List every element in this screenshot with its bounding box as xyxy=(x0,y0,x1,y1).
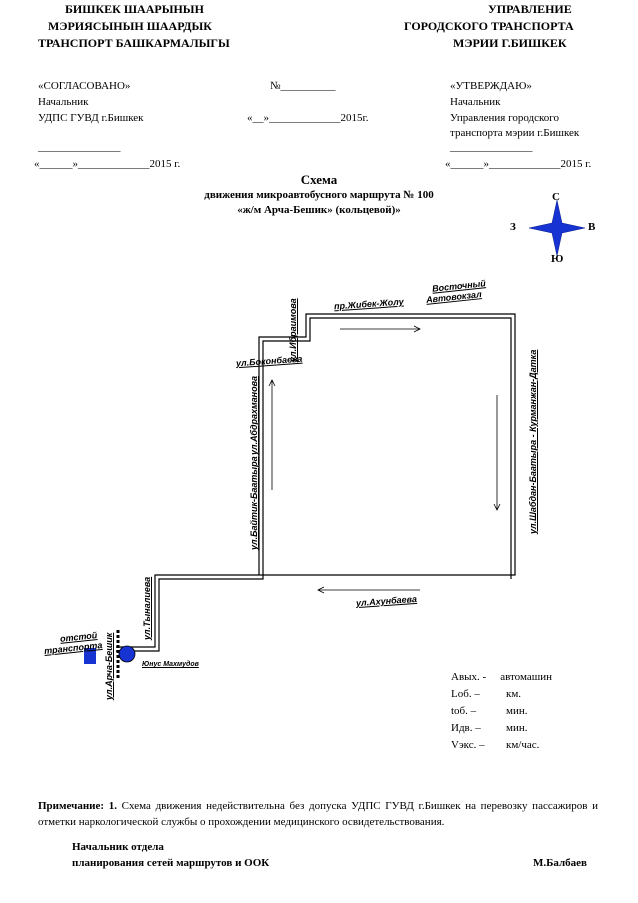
stat-vehicles: Авых. -автомашин xyxy=(451,671,552,683)
header-left-line3: ТРАНСПОРТ БАШКАРМАЛЫГЫ xyxy=(38,36,230,50)
label-abdrakhmanova: ул.Абдрахманова xyxy=(249,376,259,455)
stat-speed: Vэкс. –км/час. xyxy=(451,739,540,751)
approval-left-sign: _______________ xyxy=(38,141,121,153)
header-left-line1: БИШКЕК ШААРЫНЫН xyxy=(65,2,204,16)
approval-left-date: «______»_____________2015 г. xyxy=(34,158,181,170)
header-right-line1: УПРАВЛЕНИЕ xyxy=(488,2,572,16)
footnote-text: Схема движения недействительна без допус… xyxy=(38,800,598,828)
approval-left-line1: Начальник xyxy=(38,96,89,108)
label-baytik: ул.Байтик-Баатыра xyxy=(249,456,259,550)
route-map xyxy=(84,313,516,678)
footnote-prefix: Примечание: 1. xyxy=(38,800,117,812)
arrow-down-shabdan xyxy=(493,395,501,511)
scheme-route-name: «ж/м Арча-Бешик» (кольцевой)» xyxy=(237,204,401,216)
approval-right-line2: Управления городского xyxy=(450,112,560,124)
route-outer-line xyxy=(116,313,516,648)
stat-length: Lоб. –км. xyxy=(451,688,522,700)
arrow-right-zhibek xyxy=(340,325,421,333)
approval-left-line2: УДПС ГУВД г.Бишкек xyxy=(38,112,144,124)
header-left-line2: МЭРИЯСЫНЫН ШААРДЫК xyxy=(48,19,212,33)
label-yunus-makhmudov: Юнус Махмудов xyxy=(142,661,199,668)
signature-title-line1: Начальник отдела xyxy=(72,841,164,853)
header-right-line2: ГОРОДСКОГО ТРАНСПОРТА xyxy=(404,19,574,33)
approval-right-sign: _______________ xyxy=(450,141,533,153)
signature-name: М.Балбаев xyxy=(533,857,587,869)
approval-right-line3: транспорта мэрии г.Бишкек xyxy=(450,127,580,139)
label-shabdan: ул.Шабдан-Баатыра - Курманжан-Датка xyxy=(528,349,538,534)
stat-interval: Идв. –мин. xyxy=(451,722,528,734)
route-stats: Авых. -автомашин Lоб. –км. tоб. –мин. Ид… xyxy=(451,671,552,756)
arrow-up-baytik xyxy=(268,379,276,490)
depot-square xyxy=(84,648,96,664)
footnote: Примечание: 1. Схема движения недействит… xyxy=(38,798,598,830)
compass-star xyxy=(528,199,586,257)
label-archa-beshik: ул.Арча-Бешик xyxy=(104,632,114,700)
approval-right-title: «УТВЕРЖДАЮ» xyxy=(450,80,532,92)
scheme-title: Схема xyxy=(300,172,338,187)
approval-left-title: «СОГЛАСОВАНО» xyxy=(38,80,131,92)
label-tynalieva: ул.Тыналиева xyxy=(142,576,152,640)
approval-number: №__________ xyxy=(270,80,336,92)
compass-west: З xyxy=(510,221,516,233)
arrow-left-akhunbaeva xyxy=(317,586,420,594)
stat-time: tоб. –мин. xyxy=(451,705,528,717)
approval-right-date: «______»_____________2015 г. xyxy=(445,158,592,170)
compass-east: В xyxy=(588,221,596,233)
signature-title-line2: планирования сетей маршрутов и ООК xyxy=(72,857,270,869)
approval-right-line1: Начальник xyxy=(450,96,501,108)
compass-south: Ю xyxy=(551,253,564,265)
scheme-subtitle: движения микроавтобусного маршрута № 100 xyxy=(204,189,434,201)
approval-center-date: «__»_____________2015г. xyxy=(247,112,369,124)
compass-north: С xyxy=(552,191,560,203)
label-ibraimova: ул.Ибраимова xyxy=(288,298,298,362)
header-right-line3: МЭРИИ Г.БИШКЕК xyxy=(453,36,567,50)
direction-arrows xyxy=(268,325,501,594)
compass-rose xyxy=(528,199,586,257)
terminal-stop xyxy=(118,645,136,663)
route-inner-line xyxy=(116,317,512,652)
